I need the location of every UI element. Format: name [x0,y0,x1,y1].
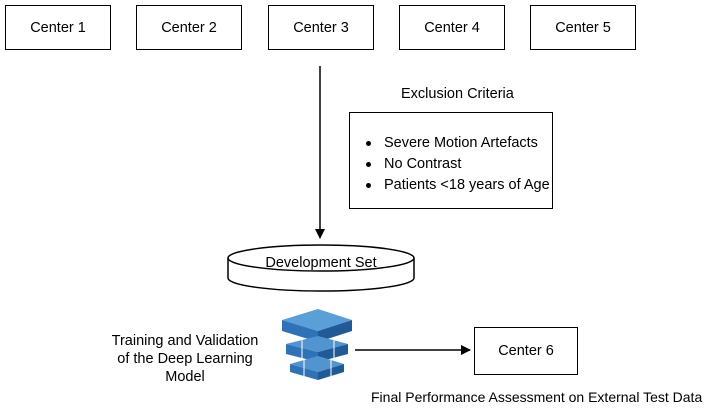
exclusion-criteria-box: Severe Motion Artefacts No Contrast Pati… [349,112,553,209]
exclusion-item-age: Patients <18 years of Age [366,175,550,196]
center-2-box: Center 2 [136,5,242,50]
center-6-box: Center 6 [474,327,578,375]
center-1-box: Center 1 [5,5,111,50]
exclusion-criteria-title: Exclusion Criteria [401,86,514,102]
center-5-box: Center 5 [530,5,636,50]
final-assessment-label: Final Performance Assessment on External… [371,389,703,405]
development-set-label: Development Set [265,255,377,271]
center-5-label: Center 5 [555,19,611,36]
center-4-box: Center 4 [399,5,505,50]
deep-learning-model-icon [282,309,352,380]
exclusion-item-no-contrast: No Contrast [366,154,550,175]
training-validation-label: Training and Validation of the Deep Lear… [100,332,270,386]
center-3-box: Center 3 [268,5,374,50]
center-2-label: Center 2 [161,19,217,36]
exclusion-item-motion-artefacts: Severe Motion Artefacts [366,133,550,154]
center-6-label: Center 6 [498,343,554,359]
training-label-line-1: Training and Validation [111,333,259,349]
center-1-label: Center 1 [30,19,86,36]
training-label-line-2: of the Deep Learning Model [117,351,253,385]
center-3-label: Center 3 [293,19,349,36]
exclusion-criteria-list: Severe Motion Artefacts No Contrast Pati… [366,133,550,196]
center-4-label: Center 4 [424,19,480,36]
development-set-cylinder [227,244,415,292]
